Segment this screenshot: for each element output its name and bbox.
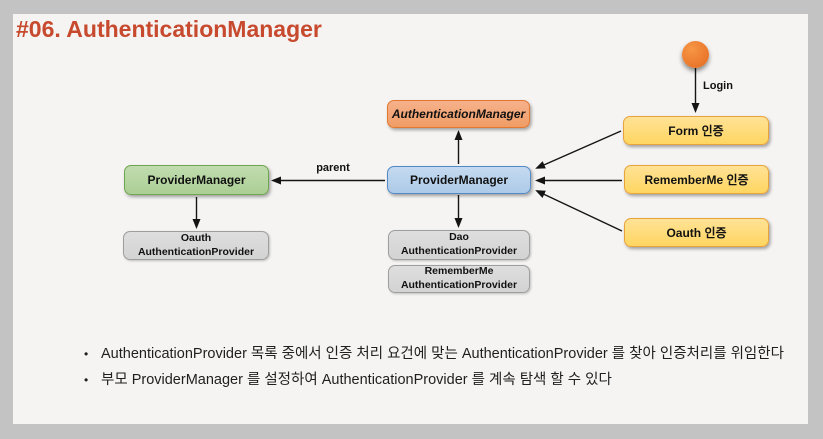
node-oauth-authentication-provider-line2: AuthenticationProvider bbox=[137, 245, 255, 258]
node-rememberme-auth-label: RememberMe 인증 bbox=[644, 173, 749, 187]
bullet-icon: • bbox=[84, 373, 89, 387]
slide-title: #06. AuthenticationManager bbox=[16, 16, 322, 42]
list-item: • 부모 ProviderManager 를 설정하여 Authenticati… bbox=[84, 367, 800, 393]
node-rememberme-authentication-provider: RememberMe AuthenticationProvider bbox=[388, 265, 530, 293]
node-oauth-authentication-provider-line1: Oauth bbox=[180, 231, 212, 244]
node-form-auth-label: Form 인증 bbox=[668, 124, 724, 138]
login-edge-label: Login bbox=[703, 80, 733, 92]
node-oauth-auth: Oauth 인증 bbox=[624, 218, 769, 247]
node-dao-authentication-provider-line2: AuthenticationProvider bbox=[400, 245, 518, 257]
node-authentication-manager: AuthenticationManager bbox=[387, 100, 530, 128]
node-dao-authentication-provider-line1: Dao bbox=[449, 231, 469, 244]
bullet-icon: • bbox=[84, 347, 89, 361]
node-rememberme-authentication-provider-line1: RememberMe bbox=[424, 265, 494, 278]
node-oauth-authentication-provider: Oauth AuthenticationProvider bbox=[123, 231, 269, 260]
login-start-node bbox=[682, 41, 709, 68]
note-bullet-2: 부모 ProviderManager 를 설정하여 Authentication… bbox=[101, 372, 612, 388]
node-parent-provider-manager-label: ProviderManager bbox=[147, 173, 246, 187]
node-form-auth: Form 인증 bbox=[623, 116, 769, 145]
node-rememberme-authentication-provider-line2: AuthenticationProvider bbox=[400, 279, 518, 291]
node-rememberme-auth: RememberMe 인증 bbox=[624, 165, 769, 194]
notes-list: • AuthenticationProvider 목록 중에서 인증 처리 요건… bbox=[84, 341, 800, 393]
node-authentication-manager-label: AuthenticationManager bbox=[391, 107, 526, 121]
note-bullet-1: AuthenticationProvider 목록 중에서 인증 처리 요건에 … bbox=[101, 346, 784, 362]
node-provider-manager-label: ProviderManager bbox=[409, 173, 509, 187]
node-provider-manager: ProviderManager bbox=[387, 166, 531, 194]
list-item: • AuthenticationProvider 목록 중에서 인증 처리 요건… bbox=[84, 341, 800, 367]
node-oauth-auth-label: Oauth 인증 bbox=[666, 226, 727, 240]
node-parent-provider-manager: ProviderManager bbox=[124, 165, 269, 195]
parent-edge-label: parent bbox=[316, 162, 350, 174]
node-dao-authentication-provider: Dao AuthenticationProvider bbox=[388, 230, 530, 260]
